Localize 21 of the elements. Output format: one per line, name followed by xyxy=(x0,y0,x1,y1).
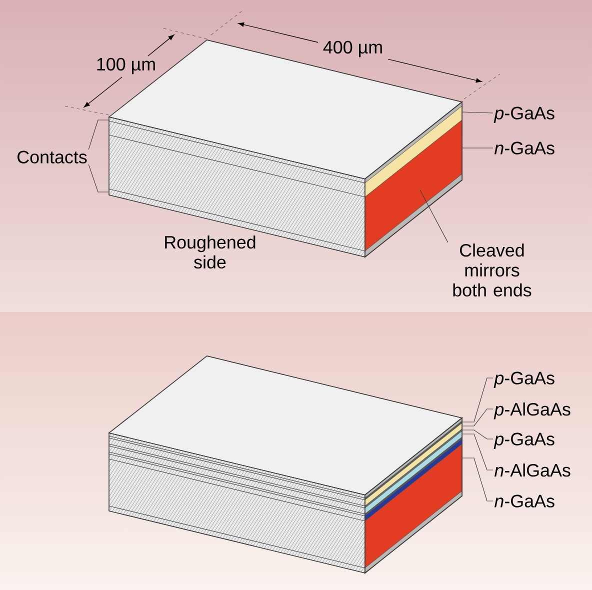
layer-label: p-GaAs xyxy=(494,372,554,388)
layer-label: p-GaAs xyxy=(494,432,554,449)
leader-line xyxy=(462,458,494,502)
layer-label: Cleaved mirrors both ends xyxy=(453,244,532,297)
dimension-label: 100 µm xyxy=(97,58,155,74)
leader-line xyxy=(462,112,494,114)
leader-line xyxy=(462,430,494,440)
layer-label: n-GaAs xyxy=(494,494,554,508)
layer-label: n-AlGaAs xyxy=(494,464,570,477)
leader-line xyxy=(462,378,494,422)
side-label: Roughened side xyxy=(165,235,256,269)
leader-line xyxy=(420,190,448,243)
leader-line xyxy=(462,434,494,470)
dimension-label: 400 µm xyxy=(323,40,382,58)
leader-line xyxy=(88,120,110,150)
layer-label: Contacts xyxy=(18,150,87,164)
layer-label: n-GaAs xyxy=(494,142,554,154)
layer-label: p-GaAs xyxy=(494,106,554,123)
leader-line xyxy=(88,164,110,192)
layer-label: p-AlGaAs xyxy=(494,402,570,420)
leader-line xyxy=(462,408,494,426)
